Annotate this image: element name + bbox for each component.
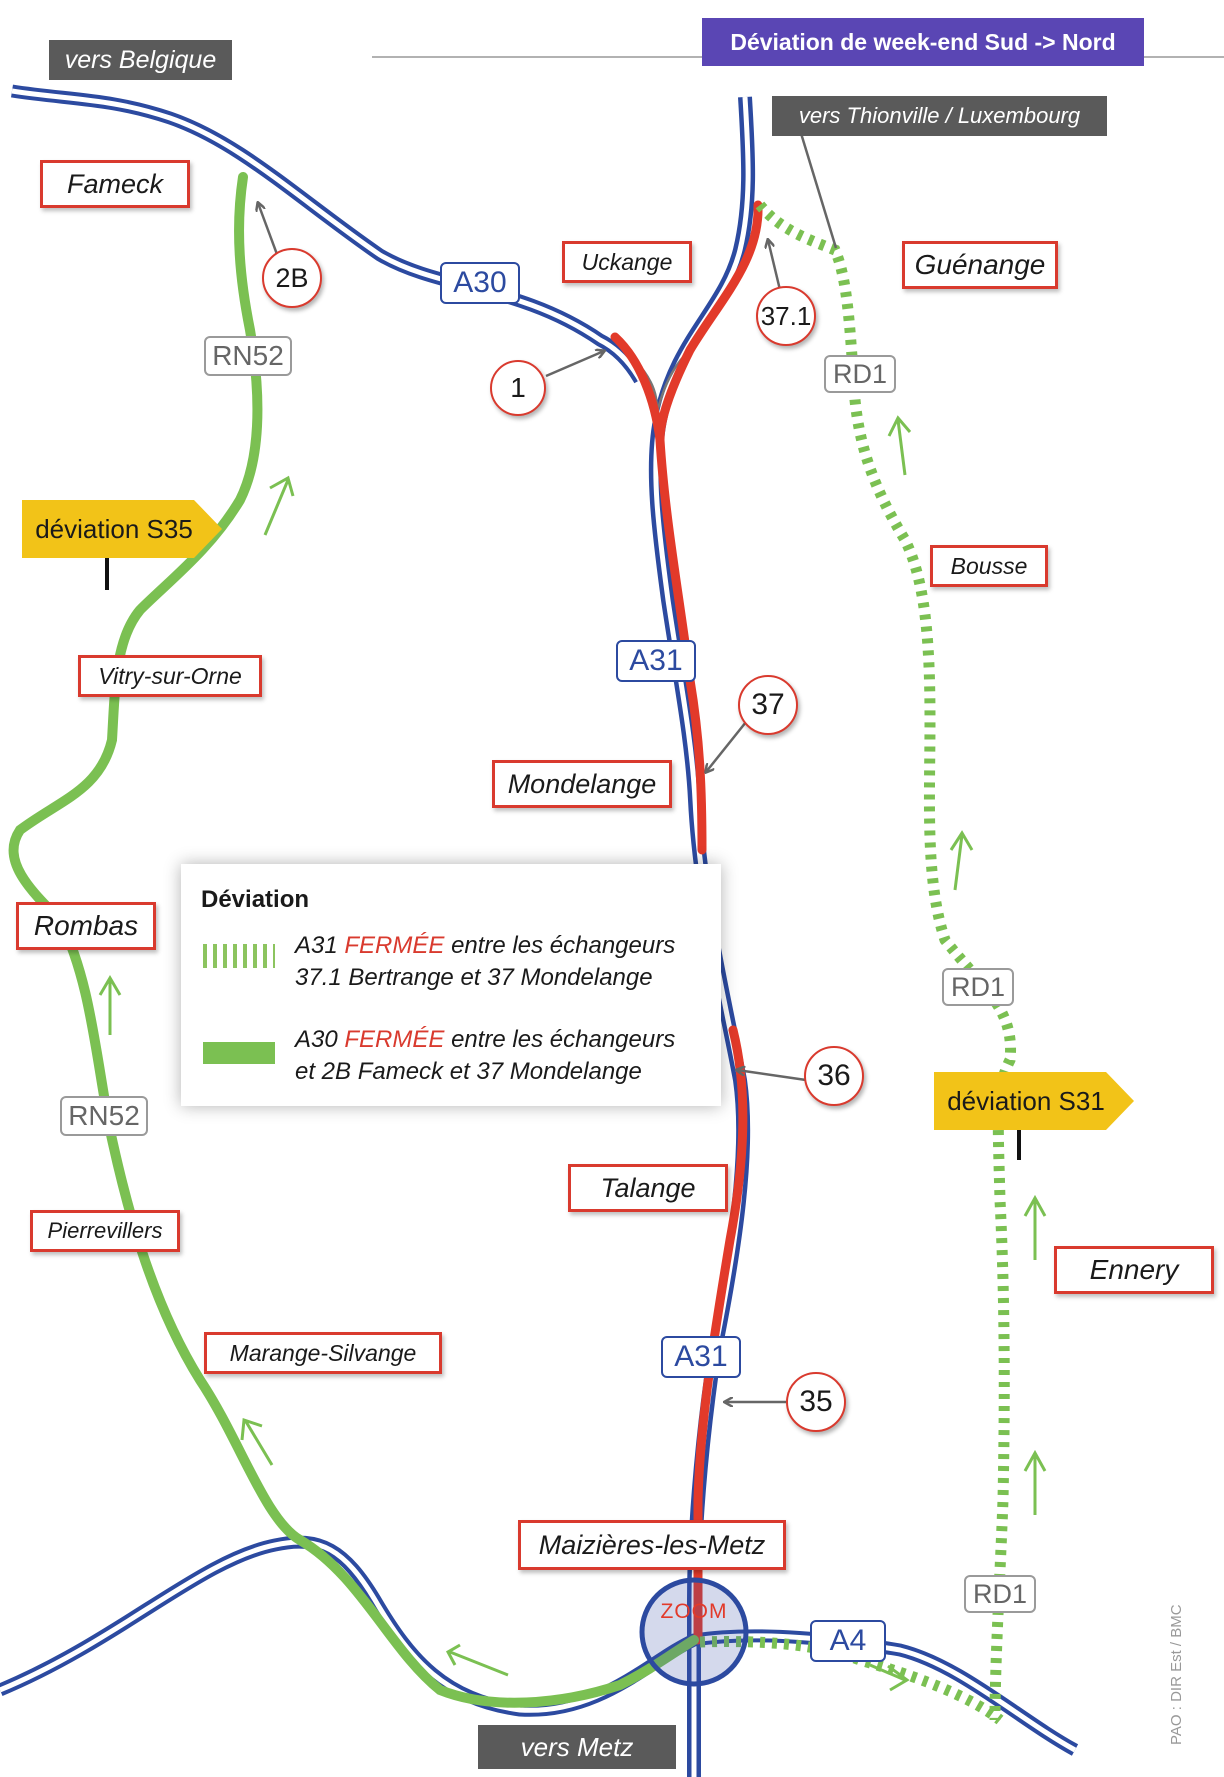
sign-post-s35 bbox=[105, 558, 109, 590]
legend-title: Déviation bbox=[201, 886, 310, 913]
road-rd1-north: RD1 bbox=[824, 355, 896, 393]
town-mondelange: Mondelange bbox=[492, 760, 672, 808]
banner-title: Déviation de week-end Sud -> Nord bbox=[702, 18, 1144, 66]
deviation-sign-s35: déviation S35 bbox=[22, 500, 222, 558]
town-marange-silvange: Marange-Silvange bbox=[204, 1332, 442, 1374]
exit-35: 35 bbox=[786, 1372, 846, 1432]
legend-a31-closed: FERMÉE bbox=[344, 932, 445, 959]
town-vitry-sur-orne: Vitry-sur-Orne bbox=[78, 655, 262, 697]
town-guenange: Guénange bbox=[902, 241, 1058, 289]
exit-37: 37 bbox=[738, 675, 798, 735]
town-rombas: Rombas bbox=[16, 902, 156, 950]
road-a31-south: A31 bbox=[661, 1336, 741, 1378]
legend-a30-rest: entre les échangeurs bbox=[451, 1026, 676, 1053]
credit-text: PAO : DIR Est / BMC bbox=[1168, 1604, 1185, 1745]
legend-solid-symbol bbox=[203, 1042, 275, 1064]
deviation-route-s35 bbox=[8, 172, 699, 1708]
direction-belgique: vers Belgique bbox=[49, 40, 232, 80]
legend-a30-closed: FERMÉE bbox=[344, 1026, 445, 1053]
legend-a31-road: A31 bbox=[295, 932, 338, 959]
legend-item-a30: A30 FERMÉE entre les échangeurs et 2B Fa… bbox=[295, 1024, 715, 1088]
town-ennery: Ennery bbox=[1054, 1246, 1214, 1294]
closed-section-a31 bbox=[610, 200, 763, 1645]
town-pierrevillers: Pierrevillers bbox=[30, 1210, 180, 1252]
exit-1: 1 bbox=[490, 360, 546, 416]
direction-metz: vers Metz bbox=[478, 1725, 676, 1769]
zoom-label: ZOOM bbox=[661, 1600, 728, 1623]
town-fameck: Fameck bbox=[40, 160, 190, 208]
legend-dotted-symbol bbox=[203, 944, 275, 968]
direction-thionville: vers Thionville / Luxembourg bbox=[772, 96, 1107, 136]
road-a31-north: A31 bbox=[616, 640, 696, 682]
road-a30: A30 bbox=[440, 262, 520, 304]
a30-motorway bbox=[11, 84, 646, 384]
road-rd1-south: RD1 bbox=[964, 1575, 1036, 1613]
road-rn52-north: RN52 bbox=[204, 336, 292, 376]
town-bousse: Bousse bbox=[930, 545, 1048, 587]
road-a4: A4 bbox=[810, 1620, 886, 1662]
exit-2b: 2B bbox=[262, 248, 322, 308]
legend-a31-line2: 37.1 Bertrange et 37 Mondelange bbox=[295, 964, 653, 991]
exit-36: 36 bbox=[804, 1046, 864, 1106]
legend-a30-line2: et 2B Fameck et 37 Mondelange bbox=[295, 1058, 642, 1085]
exit-leaders bbox=[258, 129, 838, 1402]
deviation-route-s31 bbox=[699, 201, 1017, 1725]
a4-motorway bbox=[0, 1535, 1079, 1756]
town-maizieres-les-metz: Maizières-les-Metz bbox=[518, 1520, 786, 1570]
legend: Déviation A31 FERMÉE entre les échangeur… bbox=[181, 864, 721, 1106]
legend-item-a31: A31 FERMÉE entre les échangeurs 37.1 Ber… bbox=[295, 930, 715, 994]
town-talange: Talange bbox=[568, 1164, 728, 1212]
sign-post-s31 bbox=[1017, 1130, 1021, 1160]
legend-a31-rest: entre les échangeurs bbox=[451, 932, 676, 959]
direction-arrows bbox=[98, 415, 1047, 1692]
zoom-circle: ZOOM bbox=[639, 1577, 749, 1687]
exit-37-1: 37.1 bbox=[756, 286, 816, 346]
town-uckange: Uckange bbox=[562, 241, 692, 283]
deviation-sign-s31: déviation S31 bbox=[934, 1072, 1134, 1130]
road-rn52-south: RN52 bbox=[60, 1096, 148, 1136]
legend-a30-road: A30 bbox=[295, 1026, 338, 1053]
road-rd1-middle: RD1 bbox=[942, 968, 1014, 1006]
